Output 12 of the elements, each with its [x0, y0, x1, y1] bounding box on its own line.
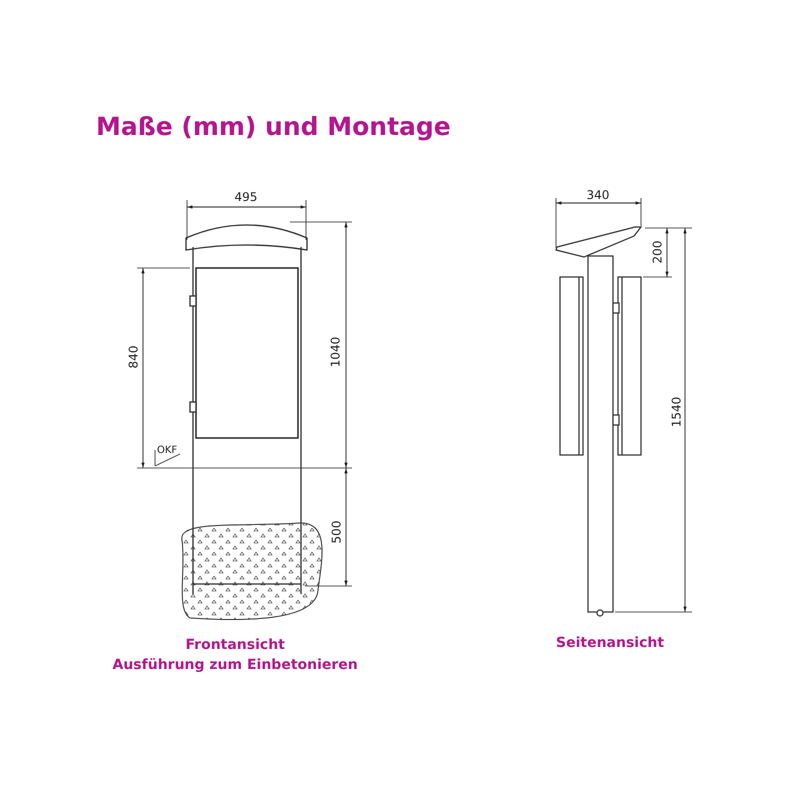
dimension-value: 1040: [328, 336, 342, 368]
view-caption: Frontansicht: [186, 636, 285, 654]
dimension-value: 500: [328, 520, 343, 544]
dimension-value: 200: [650, 240, 664, 264]
dimension-value: 495: [234, 190, 258, 204]
view-caption: Ausführung zum Einbetonieren: [112, 656, 358, 674]
dimension-value: 840: [126, 346, 140, 368]
view-caption: Seitenansicht: [556, 634, 664, 652]
dimension-value: 340: [586, 188, 610, 202]
dimension-value: 1540: [668, 396, 683, 428]
ground-level-mark: OKF: [157, 444, 178, 458]
diagram-title: Maße (mm) und Montage: [96, 112, 451, 141]
